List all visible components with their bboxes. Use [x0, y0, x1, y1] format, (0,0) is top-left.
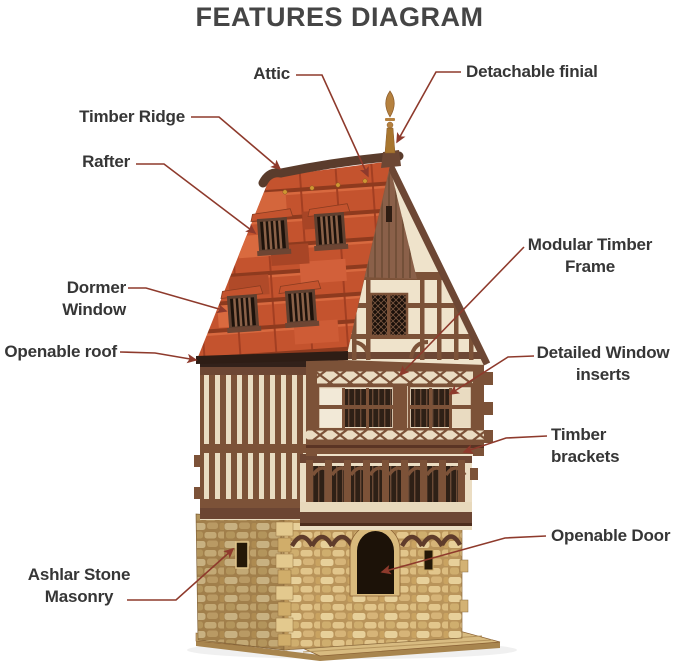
arrow-openable-door [380, 535, 547, 575]
arrow-rafter [136, 163, 257, 234]
stone-tab [459, 599, 469, 613]
label-rafter: Rafter [82, 152, 130, 171]
openable-door [349, 523, 401, 597]
dormer-window [307, 203, 351, 252]
arrow-ashlar-stone-masonry [127, 547, 235, 601]
callout-arrows [119, 71, 548, 601]
label-ashlar-stone-masonry: Ashlar Stone Masonry [27, 565, 131, 606]
label-detachable-finial: Detachable finial [466, 62, 598, 81]
arrow-dormer-window [128, 287, 228, 314]
stone-base [195, 513, 469, 651]
arrow-openable-roof [119, 351, 198, 364]
modular-timber-floor [306, 356, 493, 456]
corbel-arcade [290, 534, 462, 548]
dormer-window [220, 285, 264, 334]
x-brace-band-bottom [306, 428, 484, 442]
label-dormer-window: Dormer Window [62, 278, 126, 319]
label-timber-brackets: Timber brackets [551, 425, 620, 466]
label-openable-door: Openable Door [551, 526, 671, 545]
label-detailed-window-inserts: Detailed Window inserts [536, 343, 670, 384]
gable-lattice-window [369, 292, 409, 338]
arrow-timber-brackets [462, 435, 548, 454]
label-attic: Attic [253, 64, 290, 83]
timber-ridge [258, 151, 404, 188]
quoins [275, 521, 294, 647]
x-brace-band-top [306, 369, 484, 386]
diagram-title: FEATURES DIAGRAM [195, 2, 484, 32]
ridge-pins [282, 178, 368, 195]
side-wall [194, 359, 306, 520]
stone-tab [459, 559, 469, 573]
arrow-attic [296, 74, 369, 178]
arrow-modular-timber-frame [398, 246, 525, 377]
detailed-window-band [306, 369, 484, 456]
detachable-finial [381, 90, 401, 168]
dormer-window [278, 280, 322, 329]
arrow-detailed-window-inserts [448, 355, 535, 395]
label-timber-ridge: Timber Ridge [79, 107, 185, 126]
arrow-timber-ridge [191, 116, 282, 171]
label-openable-roof: Openable roof [4, 342, 117, 361]
timber-brackets-floor [300, 454, 478, 530]
arch-brackets [311, 466, 467, 477]
dormer-window [250, 208, 294, 257]
stone-slit-window-left [235, 541, 249, 569]
arrow-detachable-finial [396, 71, 461, 144]
label-modular-timber-frame: Modular Timber Frame [527, 235, 653, 276]
